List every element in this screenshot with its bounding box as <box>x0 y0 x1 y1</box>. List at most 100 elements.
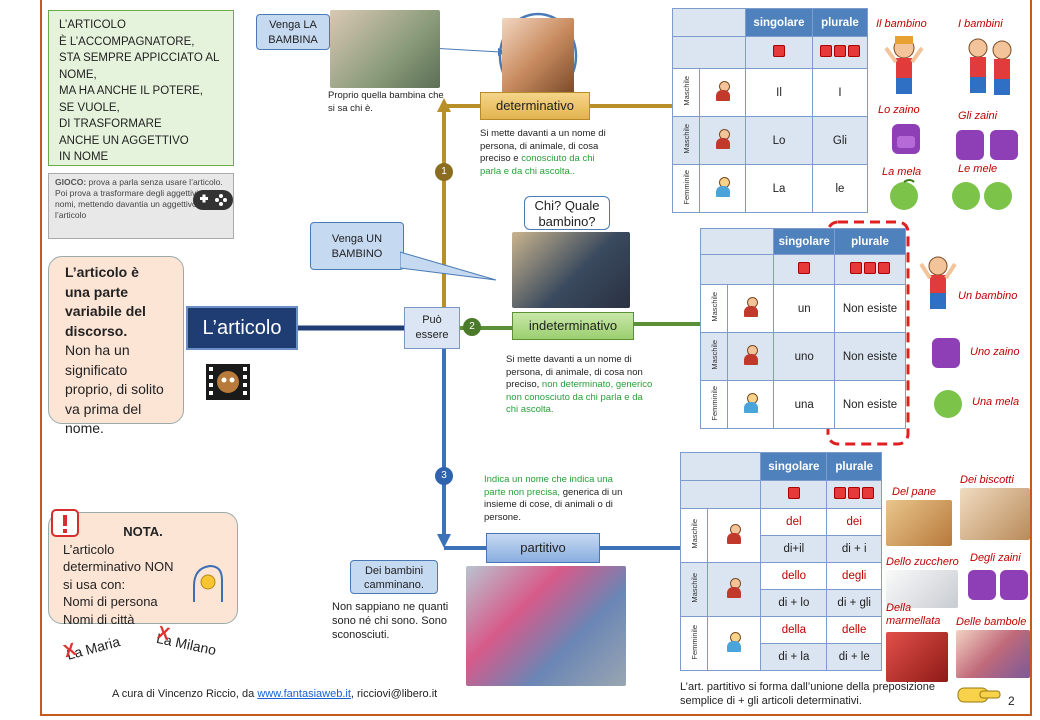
backpack-icon <box>932 338 960 368</box>
bread-photo <box>886 500 952 546</box>
example-label: La mela <box>882 166 922 178</box>
det-description: Si mette davanti a un nome di persona, d… <box>480 128 610 178</box>
row-label: Maschile <box>689 573 699 603</box>
table-cell: un <box>773 284 835 333</box>
header-plurale: plurale <box>826 452 882 481</box>
boy-icon <box>726 284 775 333</box>
puo-essere-box: Può essere <box>404 307 460 349</box>
gamepad-icon <box>193 190 233 210</box>
boy-figure-icon <box>919 256 957 309</box>
example-label: Gli zaini <box>958 110 998 122</box>
apple-icon <box>890 179 918 210</box>
teachers-photo <box>330 10 440 88</box>
example-label: I bambini <box>958 18 1003 30</box>
part-description: Indica un nome che indica una parte non … <box>484 474 634 524</box>
table-cell: le <box>811 164 869 213</box>
number-1: 1 <box>435 163 453 181</box>
lightbulb-head-icon <box>193 564 223 602</box>
row-label: Maschile <box>681 76 691 106</box>
apples-icon <box>952 182 1012 210</box>
backpacks-icon <box>968 570 1028 600</box>
dice-many-icon <box>811 36 869 69</box>
table-cell: Non esiste <box>834 332 906 381</box>
example-label: Lo zaino <box>878 104 920 116</box>
footer-link[interactable]: www.fantasiaweb.it <box>257 688 351 700</box>
row-label: Maschile <box>709 340 719 370</box>
header-singolare: singolare <box>745 8 813 37</box>
indet-description-b: non determinato, generico non conosciuto… <box>506 379 653 415</box>
backpack-icon <box>892 124 920 154</box>
backpacks-icon <box>956 130 1018 160</box>
indet-description-a: Si mette davanti a un nome di persona, d… <box>506 354 643 390</box>
row-label: Maschile <box>709 292 719 322</box>
exclamation-icon <box>51 509 79 537</box>
part-description-a: Indica un nome che indica una parte non … <box>484 474 613 498</box>
boy-icon <box>726 332 775 381</box>
example-label: Degli zaini <box>970 552 1021 564</box>
table-cell: di + gli <box>826 589 882 617</box>
example-label: Dello zucchero <box>886 556 959 568</box>
example-label: Un bambino <box>958 290 1018 302</box>
apple-icon <box>934 390 962 418</box>
boy-icon <box>706 508 762 563</box>
nota-box: NOTA. L’articolo determinativo NON si us… <box>48 512 238 627</box>
dice-icon <box>773 254 835 285</box>
table-cell: I <box>811 68 869 117</box>
main-label: L’articolo <box>186 306 298 350</box>
definition-rest: Non ha un significato proprio, di solito… <box>65 342 164 436</box>
footer-suffix: , ricciovi@libero.it <box>350 688 438 700</box>
part-label: partitivo <box>486 533 600 563</box>
table-cell: dello <box>760 562 828 590</box>
header-singolare: singolare <box>773 228 835 255</box>
callout-chi-quale: Chi? Quale bambino? <box>524 196 610 230</box>
dice-many-icon <box>826 480 882 509</box>
film-icon <box>206 364 250 400</box>
callout-pointer <box>400 251 497 281</box>
dolls-photo <box>956 630 1030 678</box>
table-cell: delle <box>826 616 882 644</box>
girl-icon <box>726 380 775 429</box>
example-label: Una mela <box>972 396 1020 408</box>
table-cell: Non esiste <box>834 380 906 429</box>
nota-text: L’articolo determinativo NON si usa con:… <box>63 541 174 627</box>
table-cell: uno <box>773 332 835 381</box>
footer-prefix: A cura di Vincenzo Riccio, da <box>112 688 258 700</box>
header-singolare: singolare <box>760 452 828 481</box>
table-cell: Lo <box>745 116 813 165</box>
footer: A cura di Vincenzo Riccio, da www.fantas… <box>112 688 437 700</box>
note-accompagnatore: L’ARTICOLO È L’ACCOMPAGNATORE, STA SEMPR… <box>48 10 234 166</box>
nota-title: NOTA. <box>123 524 163 539</box>
table-cell: di + i <box>826 535 882 563</box>
part-description-b: generica di un insieme di cose, di anima… <box>484 486 623 523</box>
example-label: Le mele <box>958 163 998 175</box>
sugar-photo <box>886 570 958 608</box>
header-plurale: plurale <box>834 228 906 255</box>
row-label: Femminile <box>689 624 699 660</box>
gioco-label: GIOCO: <box>55 177 87 187</box>
page-frame <box>40 0 1032 716</box>
definition-box: L’articolo è una parte variabile del dis… <box>48 256 184 436</box>
caption-proprio: Proprio quella bambina che si sa chi è. <box>328 90 444 114</box>
table-cell: di + la <box>760 643 828 671</box>
classroom-photo <box>512 232 630 308</box>
det-description-b: conosciuto da chi parla e da chi ascolta… <box>480 153 595 177</box>
example-label: Il bambino <box>876 18 927 30</box>
det-description-a: Si mette davanti a un nome di persona, d… <box>480 128 606 164</box>
example-label: Del pane <box>892 486 937 498</box>
row-label: Maschile <box>681 124 691 154</box>
boy-icon <box>698 68 747 117</box>
number-3: 3 <box>435 467 453 485</box>
indet-description: Si mette davanti a un nome di persona, d… <box>506 354 656 417</box>
dice-icon <box>760 480 828 509</box>
partitivo-note: L’art. partitivo si forma dall’unione de… <box>680 681 935 707</box>
table-cell: Il <box>745 68 813 117</box>
jam-photo <box>886 632 948 682</box>
table-cell: degli <box>826 562 882 590</box>
boy-icon <box>706 562 762 617</box>
table-cell: del <box>760 508 828 536</box>
table-cell: di+il <box>760 535 828 563</box>
pointing-hand-icon <box>957 687 1001 703</box>
